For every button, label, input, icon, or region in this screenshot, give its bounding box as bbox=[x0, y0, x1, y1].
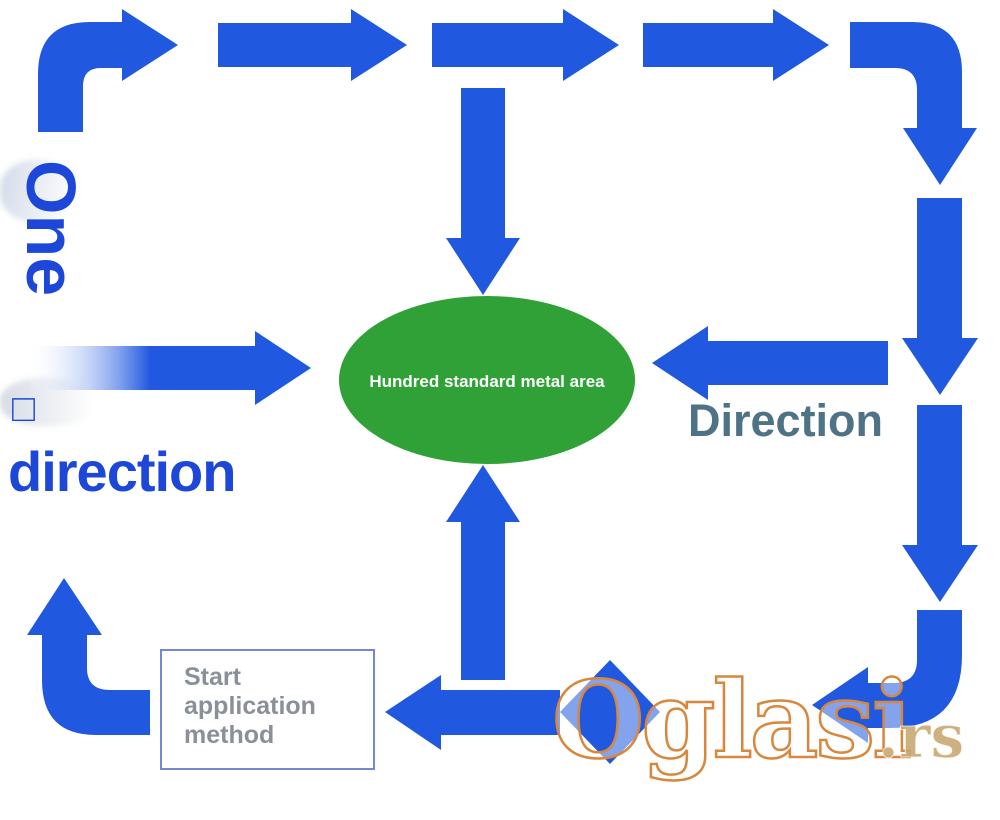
start-box-label: Start application method bbox=[184, 663, 316, 749]
right-down-arrow-2-icon bbox=[902, 405, 978, 602]
elbow-top-right-arrow-icon bbox=[850, 22, 977, 185]
direction-word-label: direction bbox=[8, 440, 236, 503]
start-application-method-box: Start application method bbox=[160, 649, 375, 770]
elbow-bottom-right-arrow-icon bbox=[812, 610, 962, 743]
center-right-arrow-icon bbox=[30, 331, 311, 405]
center-node-label: Hundred standard metal area bbox=[369, 372, 605, 391]
elbow-bottom-left-arrow-icon bbox=[27, 578, 150, 735]
watermark-text: Oglasi bbox=[552, 657, 910, 782]
center-node-ellipse bbox=[339, 296, 635, 464]
bottom-left-arrow-icon bbox=[385, 675, 560, 750]
background-smudge bbox=[0, 160, 75, 222]
top-right-arrow-2-icon bbox=[432, 9, 619, 81]
top-right-arrow-3-icon bbox=[643, 9, 829, 81]
center-left-arrow-icon bbox=[652, 326, 888, 400]
missing-glyph-box: □ bbox=[12, 388, 35, 430]
direction-title-label: Direction bbox=[688, 395, 884, 446]
watermark-suffix-text: .rs bbox=[878, 702, 964, 772]
center-up-arrow-icon bbox=[446, 465, 520, 680]
one-label: One bbox=[12, 160, 90, 297]
elbow-top-left-arrow-icon bbox=[38, 9, 178, 132]
right-down-arrow-1-icon bbox=[902, 198, 978, 395]
diamond-icon bbox=[560, 660, 660, 764]
watermark: Oglasi .rs bbox=[551, 656, 965, 784]
top-right-arrow-1-icon bbox=[218, 9, 407, 81]
center-down-arrow-icon bbox=[446, 88, 520, 295]
